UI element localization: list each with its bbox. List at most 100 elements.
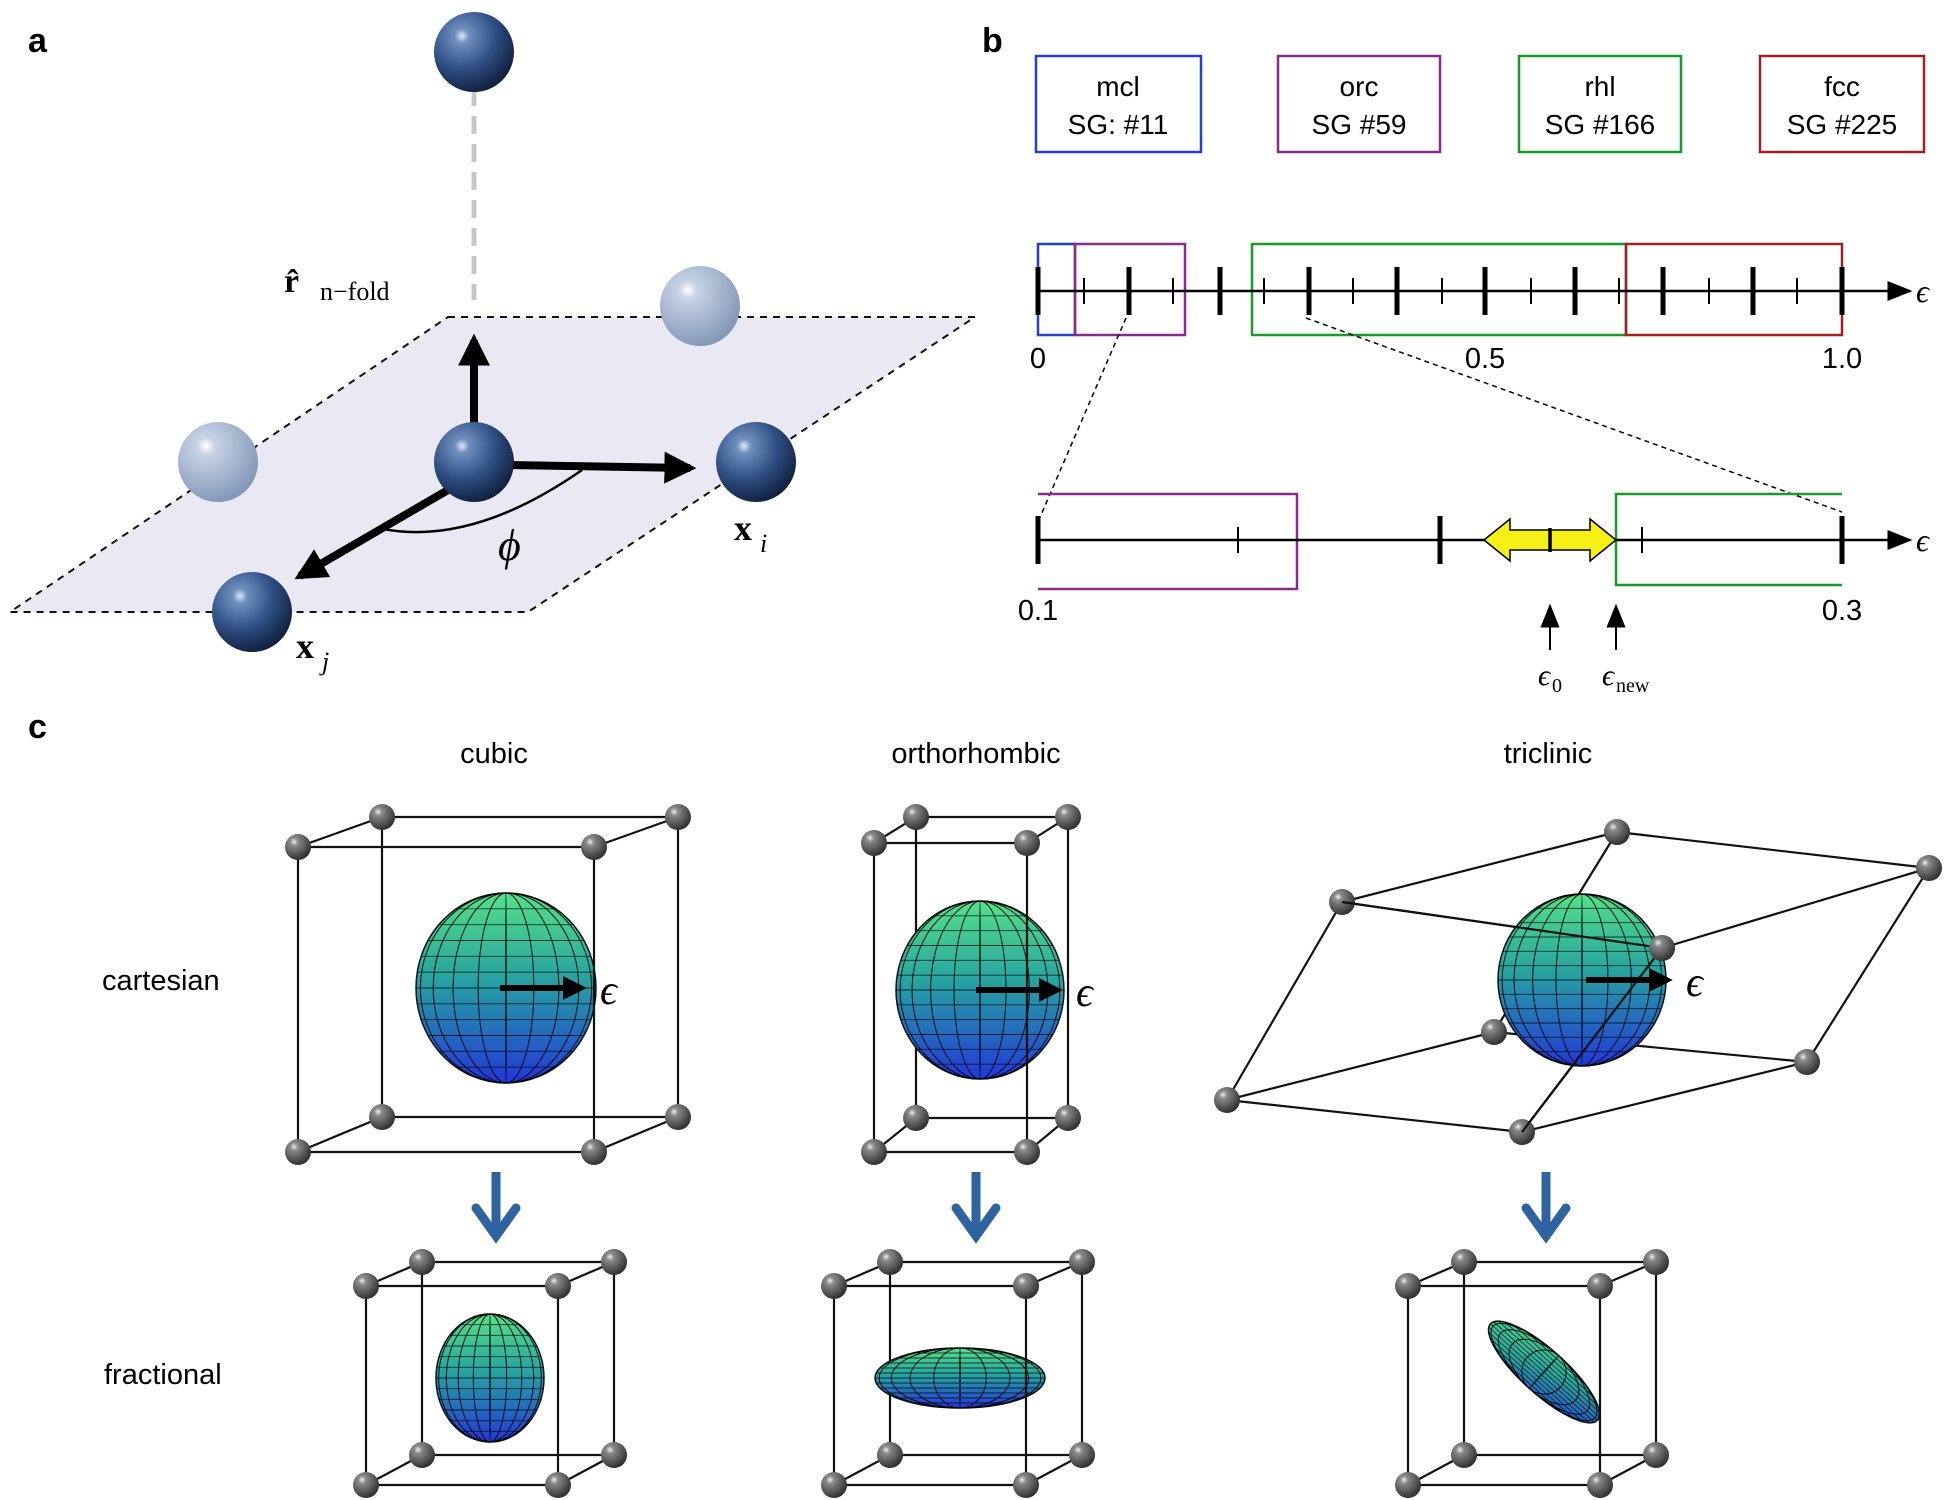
- atom-top: [434, 12, 514, 92]
- lattice-atom: [903, 1105, 929, 1131]
- legend-sg-fcc: SG #225: [1787, 109, 1898, 140]
- epsilon-label: ϵ: [1076, 970, 1095, 1016]
- lattice-atom: [1649, 935, 1675, 961]
- phi-arc: [377, 468, 583, 534]
- cell-edge: [297, 815, 383, 849]
- lattice-atom: [545, 1273, 571, 1299]
- cell-edge: [1661, 866, 1930, 950]
- column-title-cubic: cubic: [460, 738, 528, 770]
- lattice-atom: [665, 804, 691, 830]
- tick-label-0-5: 0.5: [1465, 343, 1505, 375]
- panel-label-c: c: [28, 708, 47, 746]
- lattice-atom: [1013, 1472, 1039, 1498]
- lattice-atom: [369, 1104, 395, 1130]
- zoom-guide-right: [1305, 317, 1843, 513]
- lattice-atom: [821, 1472, 847, 1498]
- xj-vector: [294, 486, 451, 580]
- lattice-atom: [601, 1249, 627, 1275]
- lattice-atom: [1395, 1472, 1421, 1498]
- cell-cubic-cartesian: ϵ: [285, 804, 691, 1165]
- column-title-triclinic: triclinic: [1504, 738, 1593, 770]
- legend-box-rhl: [1517, 54, 1683, 154]
- cell-edge: [1521, 1060, 1808, 1134]
- lattice-atom: [1013, 1273, 1039, 1299]
- lattice-atom: [1643, 1249, 1669, 1275]
- lattice-atom: [1214, 1087, 1240, 1113]
- legend-name-rhl: rhl: [1584, 71, 1615, 102]
- lattice-atom: [1587, 1472, 1613, 1498]
- atom-xi: [716, 422, 796, 502]
- row-title-cartesian: cartesian: [102, 965, 220, 997]
- lattice-atom: [601, 1442, 627, 1468]
- legend-sg-orc: SG #59: [1312, 109, 1407, 140]
- lattice-atom: [1069, 1249, 1095, 1275]
- legend-box-fcc: [1758, 54, 1926, 154]
- eps0-label: ϵ: [1538, 659, 1552, 692]
- lattice-atom: [1069, 1442, 1095, 1468]
- lattice-atom: [877, 1442, 903, 1468]
- lattice-atom: [369, 804, 395, 830]
- range-box-fcc: [1624, 242, 1844, 337]
- legend-sg-mcl: SG: #11: [1068, 109, 1169, 140]
- cell-edge: [1616, 830, 1930, 870]
- legend-name-mcl: mcl: [1096, 71, 1140, 102]
- r-hat-subscript: n−fold: [320, 277, 390, 306]
- atom-center: [434, 422, 514, 502]
- epsnew-subscript: new: [1616, 675, 1650, 697]
- range-box-mcl: [1036, 242, 1077, 337]
- lattice-atom: [285, 834, 311, 860]
- lattice-atom: [861, 830, 887, 856]
- lattice-atom: [1451, 1249, 1477, 1275]
- lattice-atom: [1014, 1139, 1040, 1165]
- range-box-orc: [1073, 242, 1187, 337]
- cell-triclinic-fractional: [1395, 1249, 1669, 1498]
- xi-label: x: [734, 508, 752, 548]
- epsilon-label: ϵ: [1686, 960, 1705, 1006]
- atom-ghost-left: [178, 422, 258, 502]
- panel-a-diagram: r̂ n−fold ϕ x i x j: [6, 12, 979, 676]
- cell-cubic-fractional: [353, 1249, 627, 1498]
- xi-subscript: i: [760, 529, 767, 558]
- xj-label: x: [296, 626, 314, 666]
- cell-orthorhombic-fractional: [821, 1249, 1095, 1498]
- lattice-atom: [1916, 855, 1942, 881]
- zoom-tick-label-0-1: 0.1: [1018, 595, 1058, 627]
- zoom-tick-label-0-3: 0.3: [1822, 595, 1862, 627]
- transform-arrow: [951, 1172, 1001, 1244]
- lattice-atom: [1014, 830, 1040, 856]
- legend-name-fcc: fcc: [1824, 71, 1860, 102]
- cell-edge: [593, 1115, 679, 1154]
- lattice-atom: [285, 1139, 311, 1165]
- space-group-legend: mcl SG: #11 orc SG #59 rhl SG #166 fcc S…: [1034, 54, 1926, 154]
- lattice-atom: [409, 1249, 435, 1275]
- lattice-atom: [581, 834, 607, 860]
- lattice-atom: [1643, 1442, 1669, 1468]
- lattice-atom: [545, 1472, 571, 1498]
- lattice-atom: [1395, 1273, 1421, 1299]
- lattice-atom: [1604, 819, 1630, 845]
- transform-arrow: [1521, 1172, 1571, 1244]
- lattice-atom: [1055, 804, 1081, 830]
- eps0-subscript: 0: [1552, 675, 1562, 697]
- lattice-atom: [409, 1442, 435, 1468]
- strain-ellipsoid: [1487, 1320, 1601, 1424]
- cell-edge: [1226, 1030, 1495, 1102]
- tick-label-0: 0: [1030, 343, 1046, 375]
- strain-ellipsoid: [874, 1347, 1046, 1409]
- zoom-box-orc: [1038, 492, 1299, 591]
- axis-label-zoom: ϵ: [1916, 522, 1930, 558]
- legend-name-orc: orc: [1340, 71, 1379, 102]
- r-hat-label: r̂: [284, 263, 299, 300]
- column-title-orthorhombic: orthorhombic: [891, 738, 1060, 770]
- lattice-atom: [665, 1104, 691, 1130]
- legend-box-orc: [1276, 54, 1442, 154]
- lattice-atom: [1481, 1019, 1507, 1045]
- transform-arrow: [471, 1172, 521, 1244]
- epsnew-label: ϵ: [1602, 659, 1616, 692]
- axis-label-full: ϵ: [1916, 273, 1930, 309]
- atom-ghost-right: [660, 266, 740, 346]
- cell-edge: [1226, 1098, 1523, 1134]
- strain-ellipsoid: [435, 1313, 545, 1443]
- panel-label-a: a: [28, 22, 48, 60]
